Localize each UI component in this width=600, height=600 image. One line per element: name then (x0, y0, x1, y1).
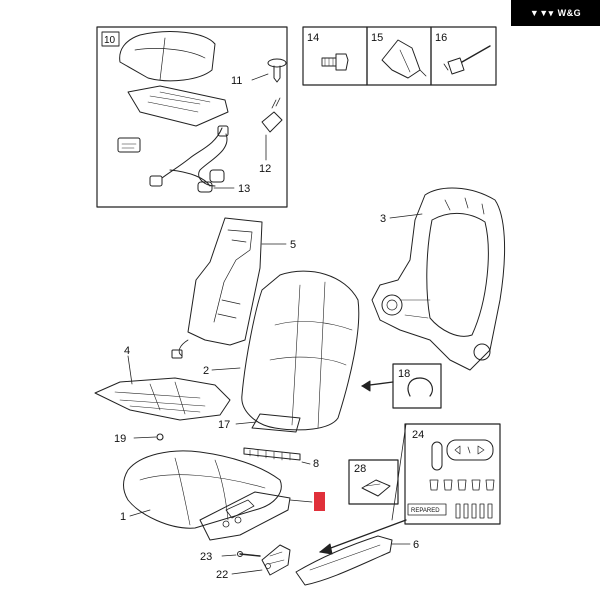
label-10: 10 (104, 35, 116, 46)
label-16: 16 (435, 32, 447, 44)
label-15: 15 (371, 32, 383, 44)
box-24 (391, 423, 501, 525)
ww-logo-icon: ▼▼▾ (529, 7, 554, 18)
brand-text: W&G (557, 8, 582, 18)
box-28 (348, 459, 399, 505)
backrest-frame (371, 187, 506, 371)
label-13: 13 (238, 183, 250, 195)
label-2: 2 (203, 365, 209, 377)
label-5: 5 (290, 239, 296, 251)
label-6: 6 (413, 539, 419, 551)
box-18 (361, 363, 442, 409)
screw-19 (133, 433, 164, 441)
kit-box-10 (96, 26, 288, 208)
label-24: 24 (412, 429, 424, 441)
brand-badge: ▼▼▾ W&G (511, 0, 600, 26)
label-8: 8 (313, 458, 319, 470)
label-12: 12 (259, 163, 271, 175)
label-18: 18 (398, 368, 410, 380)
pad-and-strip (235, 413, 311, 465)
cushion-heater-mat (94, 355, 231, 421)
part-labels: 10 11 12 13 14 15 16 3 5 2 4 18 17 19 24… (104, 32, 447, 581)
repaired-label: REPARED (411, 508, 440, 514)
label-23: 23 (200, 551, 212, 563)
side-trim-6 (295, 519, 411, 586)
label-3: 3 (380, 213, 386, 225)
label-1: 1 (120, 511, 126, 523)
label-14: 14 (307, 32, 319, 44)
small-parts-boxes (302, 26, 497, 86)
label-11: 11 (231, 75, 242, 87)
label-4: 4 (124, 345, 130, 357)
label-22: 22 (216, 569, 228, 581)
label-17: 17 (218, 419, 230, 431)
backrest-heater-mat (171, 217, 287, 359)
side-panel-switches (199, 491, 313, 541)
backrest-cover (211, 270, 360, 431)
highlight-marker (314, 492, 325, 511)
label-28: 28 (354, 463, 366, 475)
bracket-22-23 (221, 544, 291, 576)
label-19: 19 (114, 433, 126, 445)
seat-cushion (123, 450, 282, 529)
